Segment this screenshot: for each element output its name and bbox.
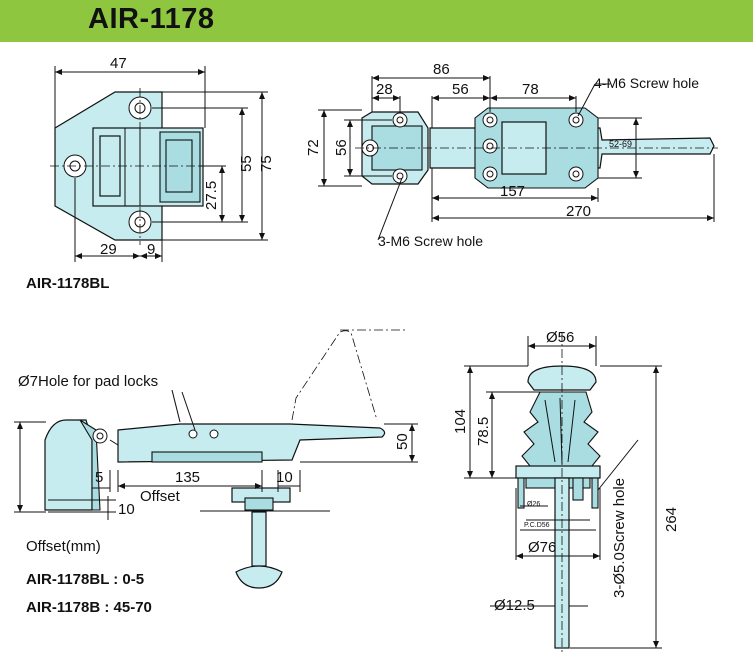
dim-135: 135 — [175, 469, 200, 486]
strike-view: Ø56 104 78.5 264 Ø26 P.C.D56 Ø76 Ø12.5 3… — [452, 329, 680, 655]
dim-10-offset: 10 — [118, 501, 135, 518]
dim-d76: Ø76 — [528, 539, 556, 556]
dim-d26: Ø26 — [527, 501, 540, 508]
dim-55: 55 — [238, 155, 255, 172]
front-view: 47 55 75 27.5 29 9 — [50, 55, 275, 262]
dim-5: 5 — [95, 469, 103, 486]
dim-52-69: 52-69 — [609, 139, 632, 149]
dim-157: 157 — [500, 183, 525, 200]
side-view: Ø7Hole for pad locks 5 135 10 50 10 Offs… — [14, 329, 418, 589]
dim-47: 47 — [110, 55, 127, 72]
offset-value-b: AIR-1178B : 45-70 — [26, 599, 152, 616]
dim-56-side: 56 — [333, 139, 350, 156]
callout-4-m6-screw-hole: 4-M6 Screw hole — [594, 75, 699, 91]
callout-3-m6-screw-hole: 3-M6 Screw hole — [378, 233, 483, 249]
dim-104: 104 — [452, 409, 469, 434]
dim-d12-5: Ø12.5 — [494, 597, 535, 614]
model-label-bl: AIR-1178BL — [26, 275, 110, 292]
dim-50: 50 — [394, 433, 411, 450]
product-title: AIR-1178 — [88, 3, 215, 35]
dim-10-handle: 10 — [276, 469, 293, 486]
offset-value-bl: AIR-1178BL : 0-5 — [26, 571, 145, 588]
dim-56-top: 56 — [452, 81, 469, 98]
dim-270: 270 — [566, 203, 591, 220]
dim-78: 78 — [522, 81, 539, 98]
dim-9: 9 — [147, 241, 155, 258]
side-offset-label: Offset — [140, 488, 181, 505]
dim-72: 72 — [305, 139, 322, 156]
dim-29: 29 — [100, 241, 117, 258]
dim-75: 75 — [258, 155, 275, 172]
dim-264: 264 — [663, 507, 680, 532]
offset-unit-label: Offset(mm) — [26, 538, 101, 555]
dim-86: 86 — [433, 61, 450, 78]
pad-lock-note: Ø7Hole for pad locks — [18, 373, 158, 390]
top-view: 86 28 56 78 72 56 157 270 52-69 4-M6 Scr… — [305, 61, 718, 249]
title-banner: AIR-1178 — [0, 0, 753, 42]
dim-d56: Ø56 — [546, 329, 574, 346]
dim-28: 28 — [376, 81, 393, 98]
dim-27-5: 27.5 — [203, 181, 220, 210]
screw-hole-note: 3-Ø5.0Screw hole — [611, 478, 628, 598]
dim-pcd56: P.C.D56 — [524, 522, 550, 529]
dim-78-5: 78.5 — [475, 417, 492, 446]
